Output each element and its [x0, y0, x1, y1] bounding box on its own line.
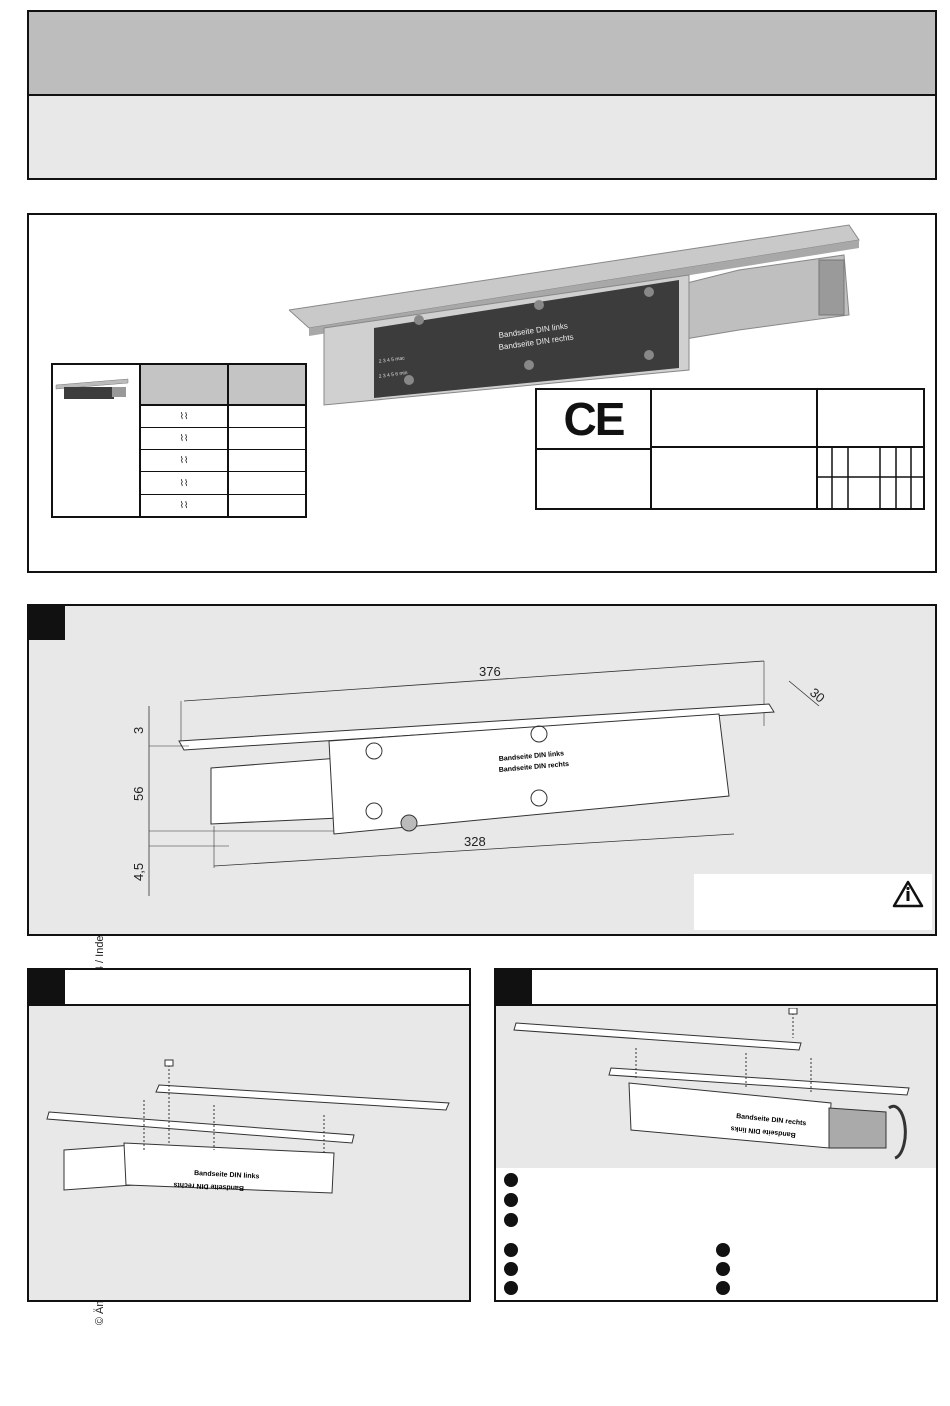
step-bullet-5: [504, 1262, 518, 1276]
mounting-drawing-left: Bandseite DIN links Bandseite DIN rechts: [46, 1059, 450, 1194]
dim-30: 30: [807, 685, 828, 706]
mounting-drawing-right: Bandseite DIN rechts Bandseite DIN links: [513, 1008, 910, 1160]
step-bullet-2: [504, 1193, 518, 1207]
product-photo: Bandseite DIN links Bandseite DIN rechts…: [289, 224, 860, 406]
left-drawing-label-2: Bandseite DIN rechts: [173, 1181, 244, 1192]
step-bullet-6: [504, 1281, 518, 1295]
mounting-panel-right: Bandseite DIN rechts Bandseite DIN links: [494, 968, 938, 1302]
spring-icon: ⌇⌇: [140, 494, 229, 517]
ce-mark-cell: CE: [537, 390, 652, 450]
product-thumbnail: [55, 378, 129, 399]
spring-size-table: ⌇⌇ ⌇⌇ ⌇⌇ ⌇⌇ ⌇⌇: [51, 363, 307, 518]
step-bullet-3: [504, 1213, 518, 1227]
warning-info-icon: [892, 880, 924, 908]
dim-4-5: 4,5: [131, 863, 146, 881]
step-bullet-1: [504, 1173, 518, 1187]
step-bullet-4: [504, 1243, 518, 1257]
step-bullet-7: [716, 1243, 730, 1257]
ce-class-grid: [816, 446, 923, 508]
header-subtitle-bar: [27, 94, 937, 180]
section-badge: [496, 970, 532, 1004]
section-badge: [29, 606, 65, 640]
section-badge: [29, 970, 65, 1004]
step-bullet-8: [716, 1262, 730, 1276]
dim-376: 376: [479, 664, 501, 679]
header-title-bar: [27, 10, 937, 96]
ce-mark-icon: CE: [563, 393, 626, 445]
step-bullet-9: [716, 1281, 730, 1295]
spring-icon: ⌇⌇: [140, 449, 229, 473]
photo-scale-bottom: 2 3 4 5 6 min: [378, 370, 408, 380]
table-product-thumb-cell: [52, 364, 141, 517]
table-header-cell-2: [228, 364, 306, 406]
dimension-drawing: 376 30 Bandseite DIN links Bandseite DIN…: [131, 660, 828, 896]
left-drawing-label-1: Bandseite DIN links: [194, 1170, 260, 1180]
dim-328: 328: [464, 834, 486, 849]
spring-icon: ⌇⌇: [140, 404, 229, 428]
dim-3: 3: [131, 727, 146, 734]
warning-note-box: [694, 874, 932, 930]
table-header-cell-1: [140, 364, 229, 406]
spring-icon: ⌇⌇: [140, 471, 229, 495]
dimension-panel: 376 30 Bandseite DIN links Bandseite DIN…: [27, 604, 937, 936]
mounting-panel-left: Bandseite DIN links Bandseite DIN rechts: [27, 968, 471, 1302]
ce-certification-table: CE: [535, 388, 925, 510]
spring-icon: ⌇⌇: [140, 427, 229, 451]
dim-56: 56: [131, 787, 146, 801]
photo-scale-top: 2 3 4 5 mac: [378, 355, 405, 365]
product-panel: Bandseite DIN links Bandseite DIN rechts…: [27, 213, 937, 573]
